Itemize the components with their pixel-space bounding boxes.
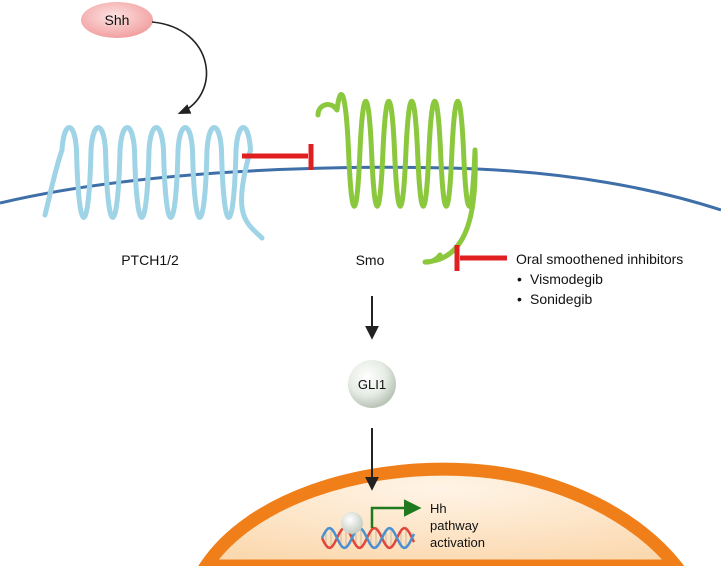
bullet: • <box>517 271 522 287</box>
outcome-text: Hh pathway activation <box>430 501 485 550</box>
ptch-receptor <box>42 125 265 241</box>
gli1-protein: GLI1 <box>348 360 396 408</box>
ptch-label: PTCH1/2 <box>121 252 179 268</box>
cell-membrane <box>0 165 721 212</box>
dna-strand <box>320 526 416 550</box>
shh-label: Shh <box>105 12 130 28</box>
smo-label: Smo <box>356 252 385 268</box>
inhibitor-list: Oral smoothened inhibitors • Vismodegib … <box>516 251 683 307</box>
drug-inhibit-icon <box>454 245 507 271</box>
shh-ligand: Shh <box>81 2 153 38</box>
binding-arrow <box>151 21 208 115</box>
outcome-line: activation <box>430 535 485 550</box>
outcome-line: pathway <box>430 518 479 533</box>
smo-receptor <box>315 92 478 265</box>
dna-helix-icon <box>320 526 416 550</box>
bullet: • <box>517 291 522 307</box>
outcome-line: Hh <box>430 501 447 516</box>
t-bar-inhibit-icon <box>242 144 314 170</box>
bent-arrow-icon <box>370 499 422 528</box>
inhibitors-heading: Oral smoothened inhibitors <box>516 251 683 267</box>
inhibitor-item: Sonidegib <box>530 291 592 307</box>
inhibitor-item: Vismodegib <box>530 271 603 287</box>
gli1-label: GLI1 <box>358 377 386 392</box>
gli-bound-dna <box>341 512 363 534</box>
